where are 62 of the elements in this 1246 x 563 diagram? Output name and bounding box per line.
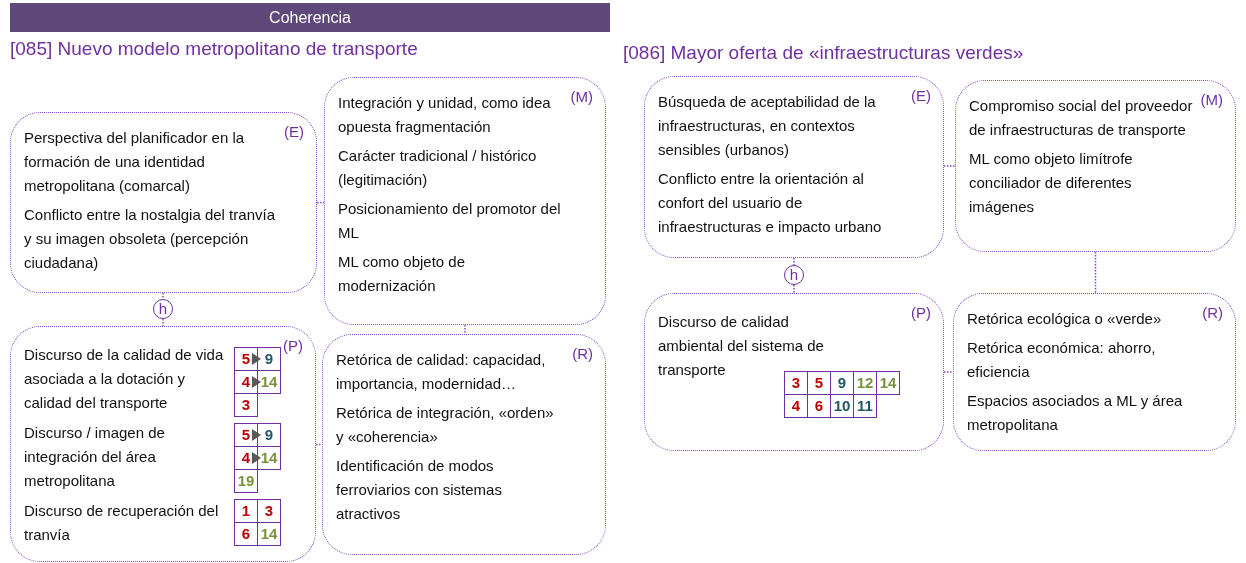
category-tag: (E) (284, 123, 304, 140)
text-item: Discurso / imagen de integración del área metropolitana (24, 423, 166, 491)
connector-line (162, 292, 164, 300)
table-cell: 3 (257, 499, 281, 523)
category-tag: (M) (1200, 91, 1223, 108)
text-item: Discurso de recuperación del tranvía (24, 501, 220, 545)
text-item: Perspectiva del planificador en la formación de una identidad metropolitana (comarcal) (24, 128, 246, 196)
rounded-box (10, 112, 317, 293)
table-cell: 14 (257, 522, 281, 546)
text-item: Carácter tradicional / histórico (legitimación) (338, 146, 538, 190)
text-item: Conflicto entre la orientación al confort del usuario de infraestructuras e impacto urbano (658, 169, 883, 237)
rounded-box (644, 76, 944, 258)
category-tag: (E) (911, 87, 931, 104)
connector-line (1094, 251, 1097, 294)
table-cell: 14 (257, 446, 281, 470)
section-heading: [085] Nuevo modelo metropolitano de transporte (10, 38, 418, 60)
text-item: Retórica de integración, «orden» y «coherencia» (336, 403, 555, 447)
text-item: Retórica de calidad: capacidad, importancia, modernidad… (336, 350, 547, 394)
rounded-box (324, 77, 606, 325)
rounded-box (644, 293, 944, 451)
connector-line (793, 284, 795, 294)
text-item: Compromiso social del proveedor de infraestructuras de transporte (969, 96, 1194, 140)
text-item: ML como objeto limítrofe conciliador de diferentes imágenes (969, 149, 1134, 217)
section-heading: [086] Mayor oferta de «infraestructuras verdes» (623, 42, 1024, 64)
title-banner: Coherencia (10, 3, 610, 32)
table-cell: 3 (784, 371, 808, 395)
category-tag: (P) (911, 304, 931, 321)
category-tag: (P) (283, 337, 303, 354)
table-cell: 19 (234, 469, 258, 493)
text-item: Discurso de la calidad de vida asociada a la dotación y calidad del transporte (24, 345, 225, 413)
text-item: Retórica económica: ahorro, eficiencia (967, 338, 1157, 382)
table-cell: 4 (784, 394, 808, 418)
rounded-box (322, 334, 606, 555)
table-cell: 14 (876, 371, 900, 395)
connector-line (315, 443, 323, 446)
text-item: ML como objeto de modernización (338, 252, 467, 296)
connector-line (464, 324, 466, 335)
connector-line (316, 201, 325, 204)
connector-line (943, 165, 956, 167)
table-cell: 11 (853, 394, 877, 418)
table-cell: 6 (234, 522, 258, 546)
text-item: Posicionamiento del promotor del ML (338, 199, 562, 243)
text-item: Retórica ecológica o «verde» (967, 309, 1163, 329)
table-cell: 14 (257, 370, 281, 394)
text-item: Espacios asociados a ML y área metropolitana (967, 391, 1184, 435)
category-tag: (M) (570, 88, 593, 105)
table-cell: 3 (234, 393, 258, 417)
text-item: Conflicto entre la nostalgia del tranvía y su imagen obsoleta (percepción ciudadana) (24, 205, 276, 273)
connector-line (793, 257, 795, 266)
category-tag: (R) (572, 345, 593, 362)
category-tag: (R) (1202, 304, 1223, 321)
connector-line (943, 371, 954, 373)
text-item: Búsqueda de aceptabilidad de la infraestructuras, en contextos sensibles (urbanos) (658, 92, 877, 160)
connector-line (162, 318, 164, 327)
text-item: Integración y unidad, como idea opuesta fragmentación (338, 93, 552, 137)
rounded-box (953, 293, 1236, 451)
circle-marker: h (153, 299, 173, 319)
text-item: Identificación de modos ferroviarios con sistemas atractivos (336, 456, 503, 524)
rounded-box (955, 80, 1236, 252)
table-cell: 1 (234, 499, 258, 523)
circle-marker: h (784, 265, 804, 285)
rounded-box (10, 326, 316, 562)
